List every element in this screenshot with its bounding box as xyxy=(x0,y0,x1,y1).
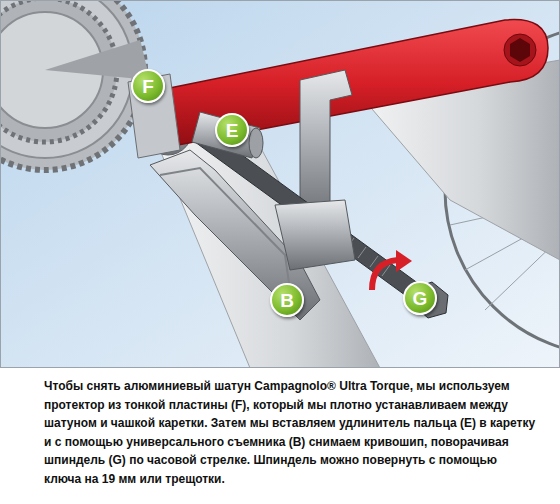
callout-letter: G xyxy=(413,289,428,308)
caption-text: Чтобы снять алюминиевый шатун Campagnolo… xyxy=(44,377,536,488)
callout-circle: B xyxy=(270,283,304,317)
callout-letter: F xyxy=(142,77,154,96)
callout-circle: F xyxy=(131,69,165,103)
callout-letter: E xyxy=(226,121,239,140)
callout-circle: G xyxy=(403,281,437,315)
callout-circle: E xyxy=(215,113,249,147)
callout-letter: B xyxy=(280,291,294,310)
